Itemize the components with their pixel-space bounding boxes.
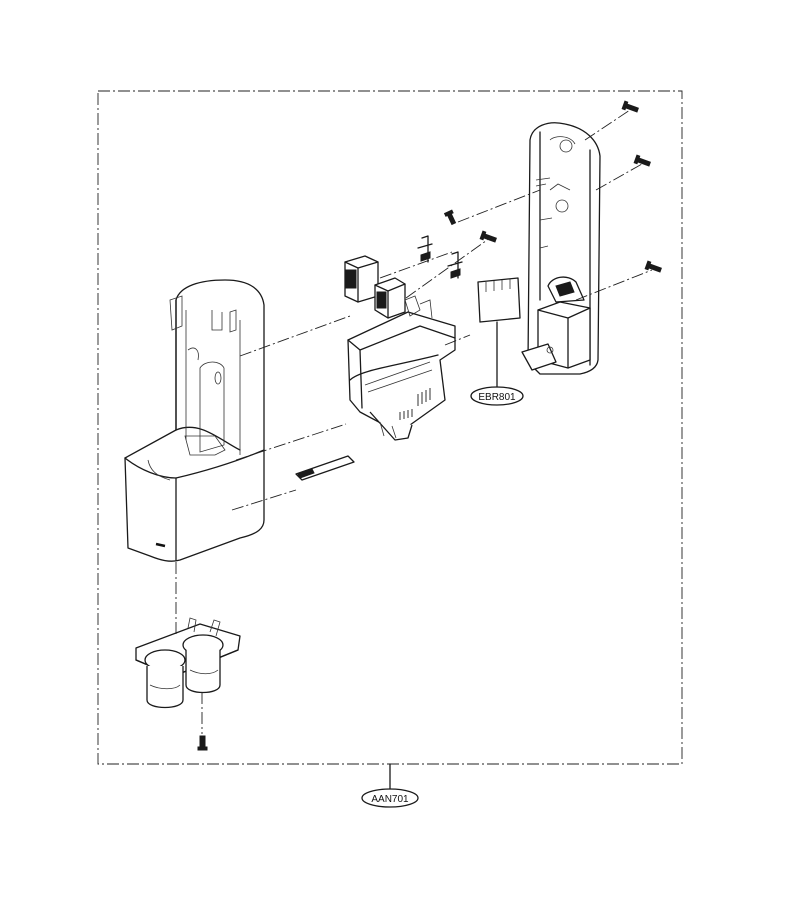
pcb-board [477,277,521,323]
front-housing [124,279,265,562]
mounting-screws [443,100,662,273]
callout-ebr801: EBR801 [470,386,524,406]
sensor-strip [295,455,355,481]
back-frame [521,122,601,375]
assembly-lines [231,109,653,511]
callout-ebr801-label: EBR801 [478,392,516,403]
bottom-screw [197,735,208,751]
solenoid-valves [344,255,406,319]
dispenser-case [347,295,456,441]
clip-brackets [417,235,463,279]
callout-aan701: AAN701 [361,788,419,808]
bottom-nozzle-bracket [135,617,241,709]
callout-aan701-label: AAN701 [371,794,409,805]
